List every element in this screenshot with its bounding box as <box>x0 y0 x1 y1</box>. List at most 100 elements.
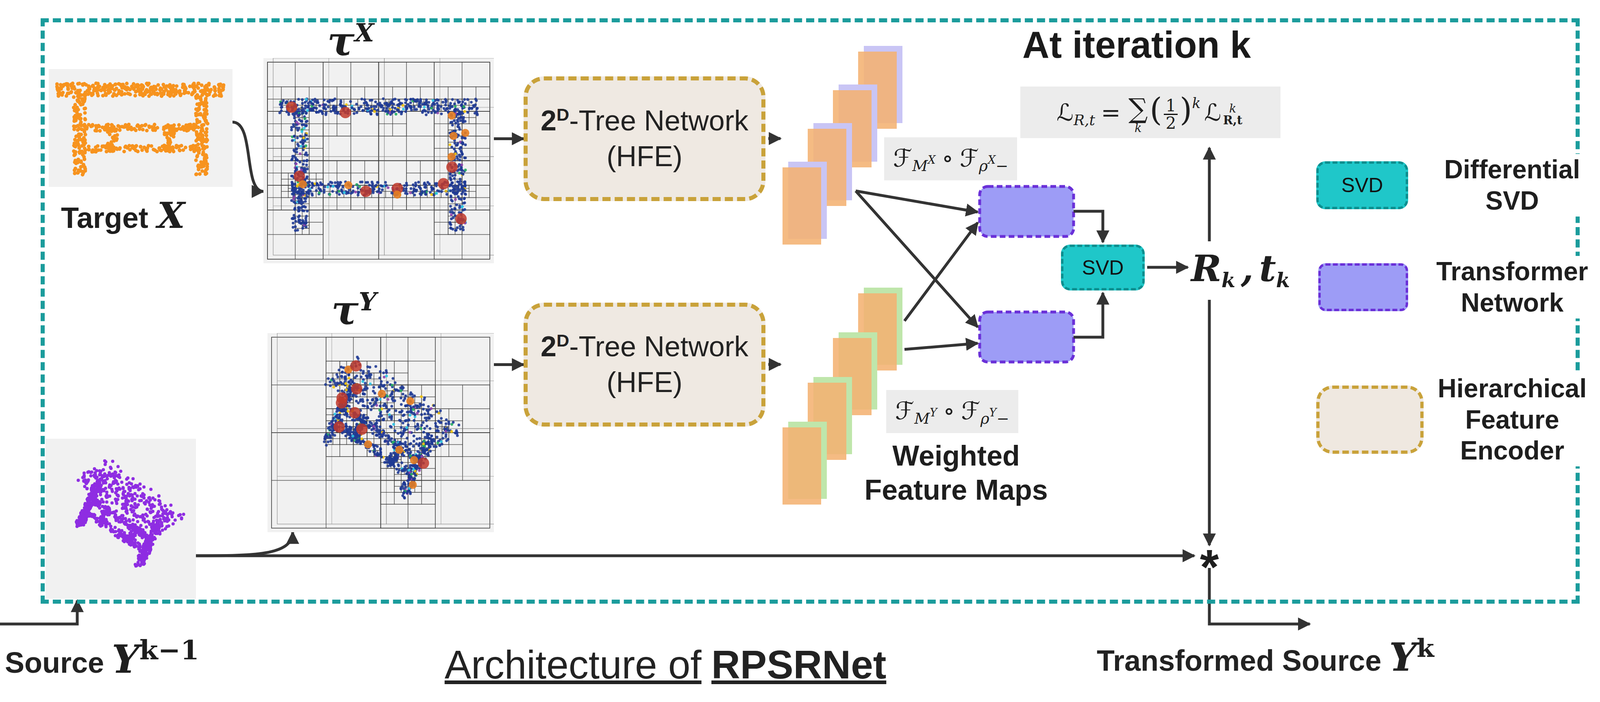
octree-cell <box>281 160 296 174</box>
point <box>93 145 98 150</box>
point <box>134 128 138 133</box>
point <box>166 92 170 97</box>
octree-cell <box>378 86 407 112</box>
point <box>74 114 79 118</box>
point <box>162 89 167 94</box>
point <box>100 145 105 149</box>
point <box>191 91 195 96</box>
octree-cell <box>267 62 490 260</box>
point <box>110 149 115 154</box>
arrow <box>1073 293 1103 338</box>
point <box>87 87 92 92</box>
octree-cell <box>378 99 393 112</box>
octree-cell <box>462 185 490 211</box>
octree-cell <box>434 191 442 198</box>
point <box>469 100 473 104</box>
octree-cell <box>434 111 462 137</box>
point <box>86 122 91 127</box>
point <box>82 155 86 159</box>
octree-cell <box>273 206 329 256</box>
octree-cell <box>323 210 379 260</box>
point <box>464 193 468 196</box>
transformer-box <box>979 312 1074 363</box>
point <box>204 86 209 90</box>
point <box>158 148 163 153</box>
octree-cell <box>406 185 435 211</box>
octree-cell <box>378 86 393 100</box>
octree-cell <box>378 62 491 161</box>
arrow <box>855 191 978 328</box>
point <box>409 187 413 191</box>
octree-cell <box>309 123 324 137</box>
octree-cell <box>295 86 323 112</box>
octree-cell <box>462 160 477 174</box>
point <box>278 111 282 115</box>
octree-cell <box>350 197 365 210</box>
octree-cell <box>434 234 462 260</box>
point <box>177 123 181 127</box>
octree-cell <box>439 58 494 108</box>
octree-cell <box>384 206 441 256</box>
octree-cell <box>378 111 407 137</box>
point <box>83 132 88 137</box>
point <box>174 84 179 88</box>
point <box>124 81 129 86</box>
point <box>221 85 226 90</box>
octree-cell <box>447 197 462 210</box>
point <box>73 152 78 157</box>
octree-cell <box>392 197 407 210</box>
octree-cell <box>267 234 296 260</box>
octree-cell <box>476 123 490 137</box>
octree-cell <box>406 136 435 161</box>
octree-cell <box>323 86 337 100</box>
point <box>73 158 78 163</box>
point <box>204 120 209 124</box>
octree-cell <box>309 136 324 149</box>
octree-cell <box>462 86 477 100</box>
octree-cell <box>378 185 393 198</box>
octree-cell <box>323 111 337 124</box>
point <box>83 150 87 155</box>
point <box>440 190 444 194</box>
point <box>204 108 209 113</box>
point <box>103 128 107 132</box>
octree-cell <box>406 185 421 198</box>
octree-cell <box>273 58 329 108</box>
octree-cell <box>378 111 435 161</box>
octree-cell <box>323 62 379 112</box>
point <box>409 101 413 105</box>
frame-heading: At iteration k <box>1022 23 1251 66</box>
point <box>79 123 84 128</box>
point <box>355 111 359 115</box>
octree-cell <box>392 99 407 112</box>
point <box>452 119 456 122</box>
point <box>202 115 206 120</box>
octree-cell <box>267 160 296 186</box>
octree-cell <box>316 191 324 198</box>
point <box>161 82 166 87</box>
point <box>155 150 159 154</box>
point <box>194 111 198 116</box>
octree-cell <box>267 136 282 149</box>
octree-cell <box>434 86 462 112</box>
point <box>82 122 87 127</box>
octree-cell <box>462 136 477 149</box>
octree-cell <box>476 173 490 186</box>
octree-cell <box>323 62 351 87</box>
octree-cell <box>384 107 441 157</box>
octree-cell <box>392 86 407 100</box>
octree-cell <box>267 197 282 210</box>
octree-cell <box>281 185 289 192</box>
feature-map <box>782 427 822 505</box>
point <box>461 228 465 232</box>
octree-cell <box>350 86 365 100</box>
point <box>211 94 216 98</box>
octree-cell <box>323 185 331 192</box>
octree-cell <box>267 62 379 161</box>
octree-cell <box>267 210 296 235</box>
octree-cell <box>328 107 385 157</box>
point <box>455 203 459 207</box>
octree-cell <box>476 111 490 124</box>
point <box>83 138 87 142</box>
